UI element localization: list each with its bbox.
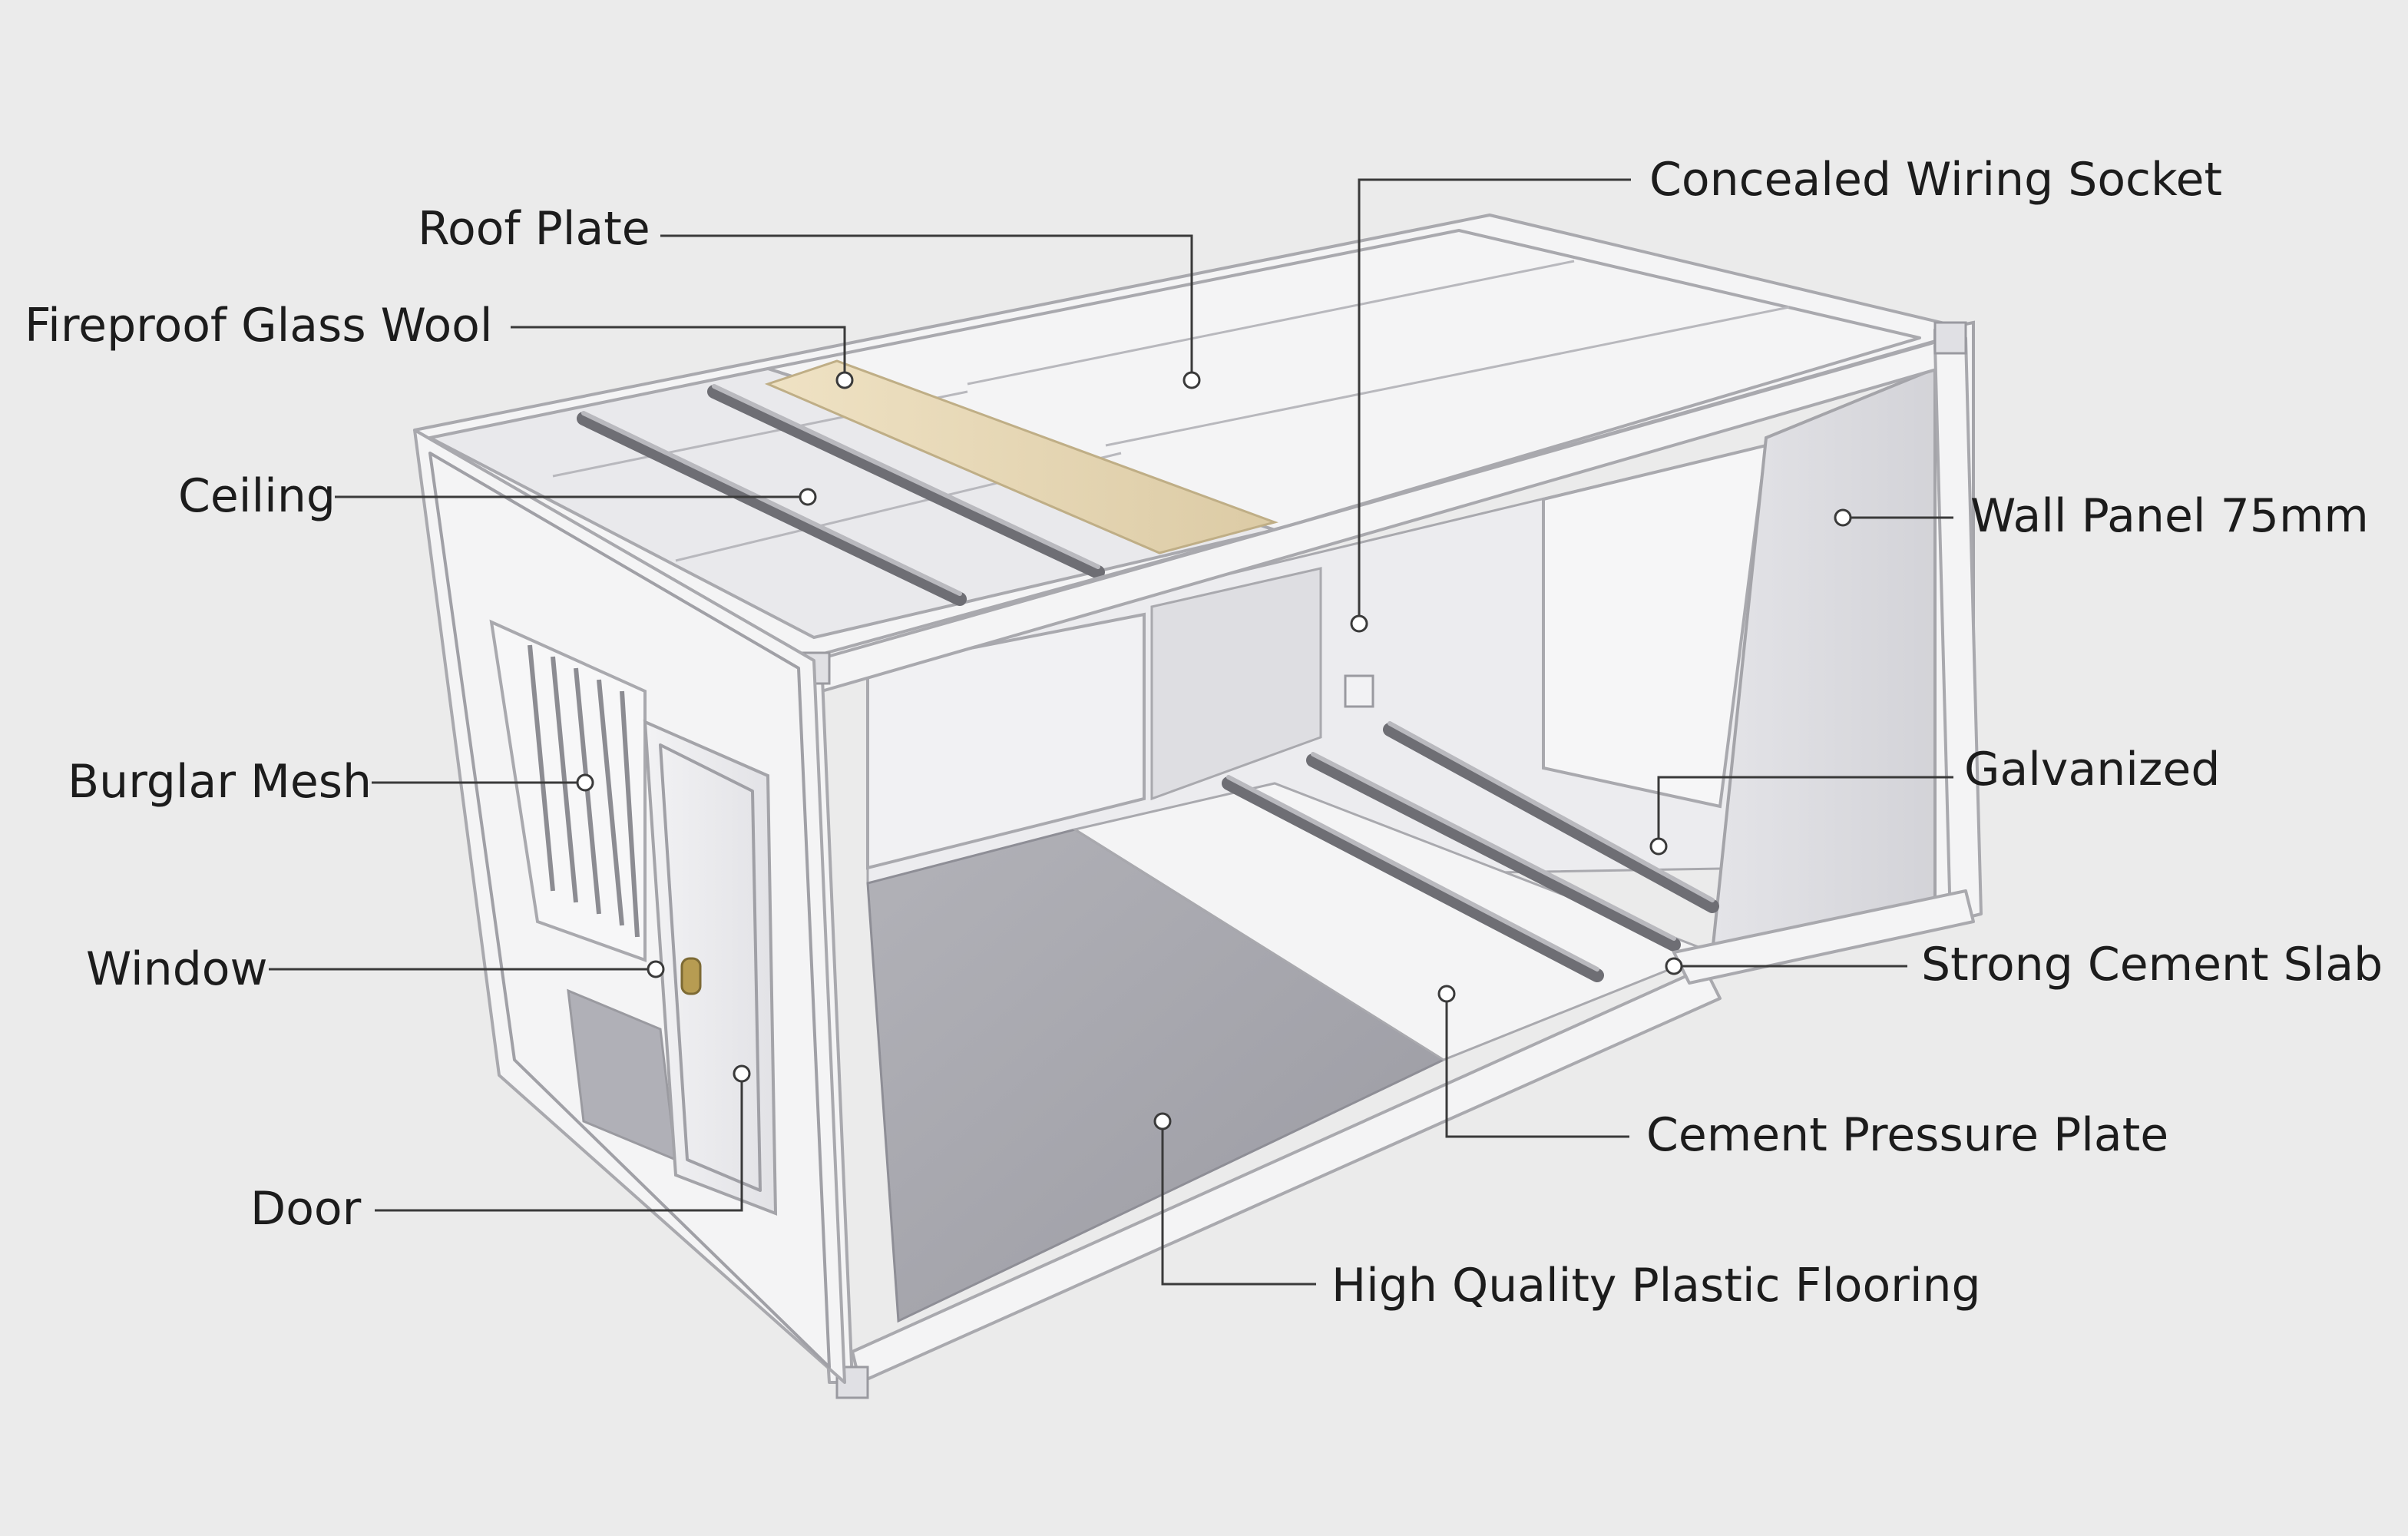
label-plastic-flooring: High Quality Plastic Flooring — [1331, 1259, 1981, 1313]
back-wall — [866, 443, 1768, 885]
label-galvanized: Galvanized — [1964, 743, 2220, 796]
burglar-mesh — [528, 644, 640, 938]
label-wall-panel: Wall Panel 75mm — [1970, 489, 2369, 543]
front-frame — [782, 321, 1983, 1399]
callout-leaders — [269, 178, 1953, 1286]
label-ceiling: Ceiling — [178, 469, 336, 523]
label-burglar-mesh: Burglar Mesh — [68, 755, 372, 809]
label-cement-pressure-plate: Cement Pressure Plate — [1646, 1108, 2168, 1162]
label-roof-plate: Roof Plate — [418, 202, 650, 256]
wiring-socket-plate — [1344, 674, 1374, 708]
label-strong-cement-slab: Strong Cement Slab — [1921, 938, 2383, 991]
door-handle-icon — [680, 957, 702, 995]
label-window: Window — [86, 942, 268, 996]
ceiling-rails — [577, 384, 1105, 606]
label-door: Door — [250, 1182, 362, 1236]
label-concealed-wiring-socket: Concealed Wiring Socket — [1649, 153, 2222, 207]
fireproof-glass-wool — [764, 359, 1278, 554]
label-fireproof-glass-wool: Fireproof Glass Wool — [25, 299, 493, 353]
window-frame — [489, 619, 647, 962]
galvanized-floor-joists — [1222, 721, 1719, 982]
